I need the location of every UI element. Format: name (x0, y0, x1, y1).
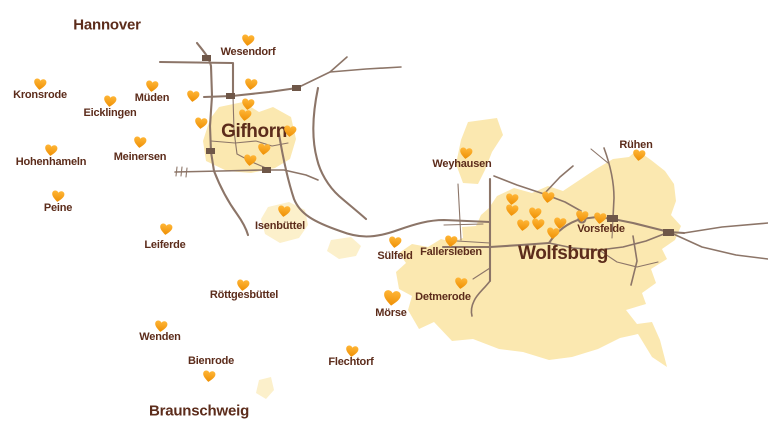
town-label: Weyhausen (432, 158, 492, 170)
town-label: Wesendorf (220, 46, 276, 58)
road-markers (202, 55, 674, 236)
town-label: Müden (134, 92, 170, 104)
town-label: Röttgesbüttel (209, 289, 279, 301)
town-label: Sülfeld (377, 250, 413, 262)
area-blob-southeast (327, 237, 361, 259)
town-label: Bienrode (187, 355, 235, 367)
town-label: Kronsrode (13, 89, 67, 101)
city-area-wolfsburg (396, 150, 681, 367)
town-label: Peine (43, 202, 73, 214)
context-city-label: Hannover (73, 16, 141, 34)
town-label: Flechtorf (328, 356, 374, 368)
town-label: Rühen (619, 139, 653, 151)
city-areas (203, 102, 681, 399)
town-label: Detmerode (415, 291, 471, 303)
major-town-label: Gifhorn (221, 121, 287, 142)
area-isenbuettel (261, 202, 308, 243)
town-label: Mörse (375, 307, 407, 319)
town-label: Hohenhameln (15, 156, 87, 168)
city-area-weyhausen (456, 118, 503, 184)
major-town-label: Wolfsburg (518, 243, 608, 264)
area-blob-braunschweig (256, 377, 274, 399)
town-label: Eicklingen (83, 107, 137, 119)
town-label: Meinersen (113, 151, 167, 163)
context-city-label: Braunschweig (148, 402, 250, 420)
town-label: Vorsfelde (577, 223, 625, 235)
roads (158, 41, 768, 317)
town-label: Wenden (139, 331, 181, 343)
town-label: Fallersleben (420, 246, 482, 258)
town-label: Isenbüttel (255, 220, 305, 232)
city-area-gifhorn (203, 102, 296, 173)
town-label: Leiferde (144, 239, 186, 251)
